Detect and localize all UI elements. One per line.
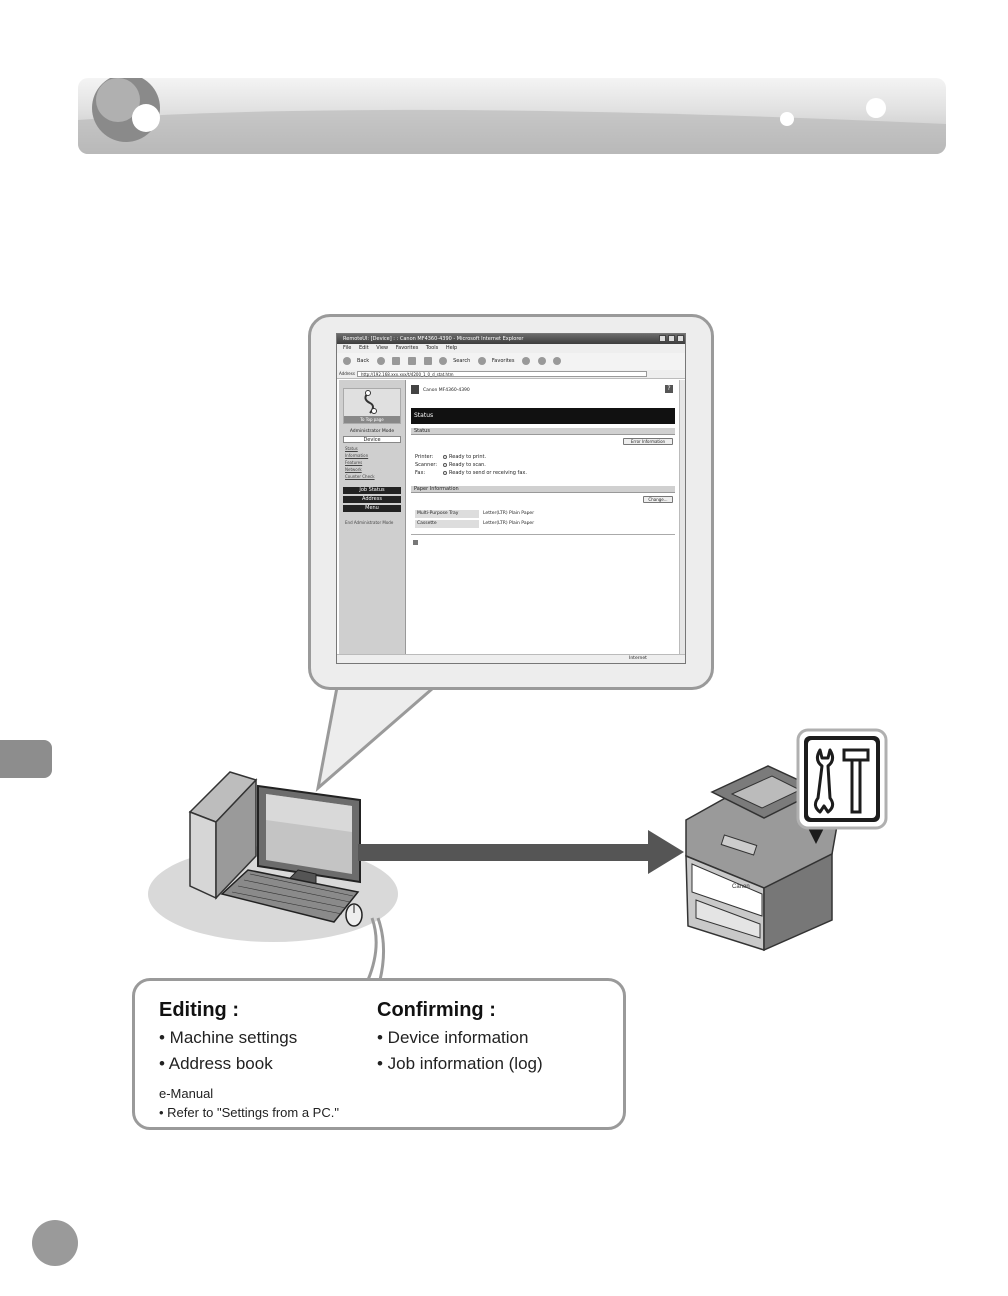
search-button[interactable]: Search bbox=[453, 358, 470, 364]
nav-counter-check-link[interactable]: Counter Check bbox=[345, 474, 375, 479]
editing-item: • Address book bbox=[159, 1054, 273, 1074]
status-dot-icon bbox=[443, 455, 447, 459]
nav-device[interactable]: Device bbox=[343, 436, 401, 443]
browser-status-bar: Internet bbox=[337, 654, 685, 664]
printer-icon bbox=[411, 385, 419, 394]
banner-decoration bbox=[78, 78, 946, 154]
wrench-hammer-icon bbox=[796, 728, 888, 846]
device-name: Canon MF4360-4390 bbox=[423, 388, 470, 393]
nav-information-link[interactable]: Information bbox=[345, 453, 368, 458]
scrollbar[interactable] bbox=[679, 380, 686, 654]
status-row-fax: Fax:Ready to send or receiving fax. bbox=[415, 470, 527, 476]
browser-window: RemoteUI: [Device] : : Canon MF4360-4390… bbox=[336, 333, 686, 664]
status-row-scanner: Scanner:Ready to scan. bbox=[415, 462, 486, 468]
top-page-label: To Top page bbox=[344, 416, 400, 423]
chapter-tab bbox=[0, 740, 52, 778]
confirming-item: • Job information (log) bbox=[377, 1054, 543, 1074]
address-bar: Address http://192.168.xxx.xxx/t/4200_1_… bbox=[337, 370, 685, 379]
home-icon[interactable] bbox=[424, 357, 432, 365]
help-icon[interactable]: ? bbox=[665, 385, 673, 393]
window-title: RemoteUI: [Device] : : Canon MF4360-4390… bbox=[337, 334, 685, 344]
menu-tools[interactable]: Tools bbox=[426, 345, 438, 351]
back-button[interactable]: Back bbox=[357, 358, 369, 364]
page-header: Status bbox=[411, 408, 675, 424]
print-icon[interactable] bbox=[553, 357, 561, 365]
status-row-printer: Printer:Ready to print. bbox=[415, 454, 486, 460]
nav-features-link[interactable]: Features bbox=[345, 460, 362, 465]
paper-section-header: Paper Information bbox=[411, 486, 675, 493]
top-page-button[interactable]: To Top page bbox=[343, 388, 401, 424]
editing-item: • Machine settings bbox=[159, 1028, 297, 1048]
change-button[interactable]: Change... bbox=[643, 496, 673, 503]
status-dot-icon bbox=[443, 471, 447, 475]
close-button[interactable] bbox=[677, 335, 684, 342]
header-banner bbox=[78, 78, 946, 154]
forward-icon[interactable] bbox=[377, 357, 385, 365]
left-nav-pane: To Top page Administrator Mode Device St… bbox=[339, 380, 406, 654]
top-arrow-icon[interactable] bbox=[413, 540, 418, 545]
favorites-button[interactable]: Favorites bbox=[492, 358, 515, 364]
nav-network-link[interactable]: Network bbox=[345, 467, 362, 472]
main-content: Canon MF4360-4390 ? Status Status Error … bbox=[407, 380, 677, 654]
confirming-item: • Device information bbox=[377, 1028, 528, 1048]
nav-address[interactable]: Address bbox=[343, 496, 401, 503]
admin-mode-label: Administrator Mode bbox=[343, 428, 401, 435]
error-information-button[interactable]: Error Information bbox=[623, 438, 673, 445]
menu-favorites[interactable]: Favorites bbox=[396, 345, 419, 351]
status-section-header: Status bbox=[411, 428, 675, 435]
info-connector bbox=[360, 916, 390, 982]
emanual-label: e-Manual bbox=[159, 1086, 213, 1101]
status-dot-icon bbox=[443, 463, 447, 467]
divider bbox=[411, 534, 675, 535]
menu-view[interactable]: View bbox=[376, 345, 388, 351]
tools-badge bbox=[796, 728, 888, 830]
zone-label: Internet bbox=[629, 656, 647, 661]
end-admin-link[interactable]: End Administrator Mode bbox=[345, 520, 393, 525]
confirming-title: Confirming : bbox=[377, 999, 496, 1022]
search-icon[interactable] bbox=[439, 357, 447, 365]
nav-job-status[interactable]: Job Status bbox=[343, 487, 401, 494]
history-icon[interactable] bbox=[522, 357, 530, 365]
mail-icon[interactable] bbox=[538, 357, 546, 365]
minimize-button[interactable] bbox=[659, 335, 666, 342]
remote-ui-logo-icon bbox=[344, 389, 400, 415]
star-icon[interactable] bbox=[478, 357, 486, 365]
printer-brand: Canon bbox=[732, 884, 750, 890]
back-icon[interactable] bbox=[343, 357, 351, 365]
address-input[interactable]: http://192.168.xxx.xxx/t/4200_1_0_d_stat… bbox=[357, 371, 647, 377]
menu-edit[interactable]: Edit bbox=[359, 345, 369, 351]
nav-status-link[interactable]: Status bbox=[345, 446, 358, 451]
menu-file[interactable]: File bbox=[343, 345, 351, 351]
arrow-icon bbox=[358, 828, 684, 876]
stop-icon[interactable] bbox=[392, 357, 400, 365]
menu-help[interactable]: Help bbox=[446, 345, 457, 351]
editing-title: Editing : bbox=[159, 999, 239, 1022]
refresh-icon[interactable] bbox=[408, 357, 416, 365]
address-label: Address bbox=[339, 371, 355, 376]
maximize-button[interactable] bbox=[668, 335, 675, 342]
browser-toolbar: Back Search Favorites bbox=[337, 353, 685, 371]
page-number-circle bbox=[32, 1220, 78, 1266]
info-box: Editing : • Machine settings • Address b… bbox=[132, 978, 626, 1130]
nav-menu[interactable]: Menu bbox=[343, 505, 401, 512]
emanual-reference: • Refer to "Settings from a PC." bbox=[159, 1105, 339, 1120]
